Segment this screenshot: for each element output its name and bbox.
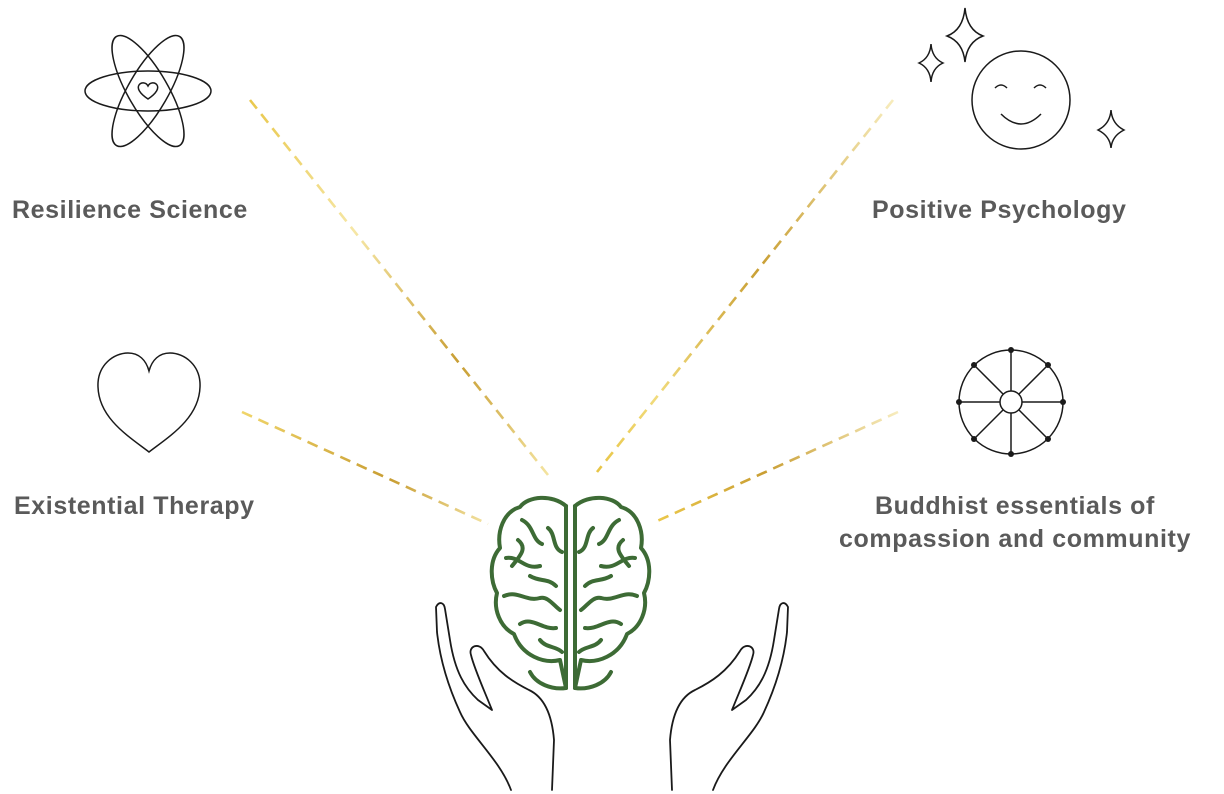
- ray-positive: [595, 99, 895, 473]
- hands-holding-brain-icon: [435, 495, 789, 791]
- heart-icon: [97, 352, 201, 453]
- topic-label-resilience-science: Resilience Science: [12, 196, 248, 224]
- brain-icon: [489, 495, 652, 691]
- dharma-wheel-icon: [956, 347, 1066, 457]
- smiley-sparkles-icon: [917, 7, 1126, 150]
- ray-buddhist: [654, 410, 899, 524]
- atom-heart-icon: [84, 34, 212, 148]
- hands-icon: [435, 602, 789, 791]
- topic-label-buddhist-line-2: compassion and community: [839, 525, 1191, 553]
- topic-label-buddhist-line-1: Buddhist essentials of: [875, 492, 1155, 520]
- connector-rays: [241, 99, 899, 526]
- ray-resilience: [248, 99, 550, 476]
- ray-existential: [241, 410, 489, 526]
- topic-label-existential-therapy: Existential Therapy: [14, 492, 255, 520]
- topic-label-buddhist-essentials: Buddhist essentials of compassion and co…: [808, 490, 1222, 556]
- topic-label-positive-psychology: Positive Psychology: [872, 196, 1127, 224]
